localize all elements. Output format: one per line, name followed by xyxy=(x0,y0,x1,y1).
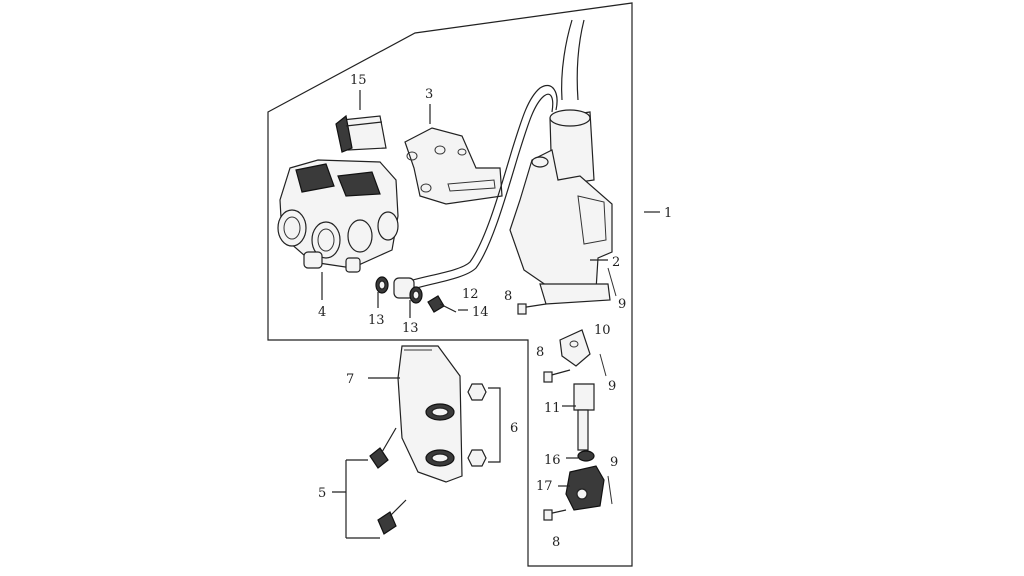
callout-2: 2 xyxy=(612,255,620,270)
caliper-bracket xyxy=(404,127,503,205)
callout-13-right: 13 xyxy=(402,321,419,336)
caliper-cover xyxy=(397,345,463,483)
callout-1: 1 xyxy=(664,206,672,221)
callout-14: 14 xyxy=(472,305,489,320)
callout-16: 16 xyxy=(544,453,561,468)
callout-15: 15 xyxy=(350,73,367,88)
cotter-pin-upper xyxy=(607,267,617,297)
callout-13-left: 13 xyxy=(368,313,385,328)
brake-pads xyxy=(335,114,387,153)
washers xyxy=(375,276,423,304)
callout-9-lower: 9 xyxy=(610,455,618,470)
callout-9-middle: 9 xyxy=(608,379,616,394)
callout-8-lower: 8 xyxy=(552,535,560,550)
callout-11: 11 xyxy=(544,401,561,416)
leader-lines xyxy=(321,90,660,539)
lever-arm xyxy=(559,329,591,367)
bolt-lower xyxy=(543,509,567,521)
brake-hose xyxy=(393,84,558,299)
clevis-rod xyxy=(573,383,595,451)
clevis-joint xyxy=(565,465,605,511)
bolt-upper xyxy=(517,303,547,315)
lock-nut xyxy=(577,450,595,462)
banjo-bolt xyxy=(427,295,457,313)
callout-4: 4 xyxy=(318,305,326,320)
callout-12: 12 xyxy=(462,287,479,302)
cotter-pin-middle xyxy=(599,353,607,377)
assembly-boundary xyxy=(267,2,633,567)
callout-8-upper: 8 xyxy=(504,289,512,304)
cover-bolts xyxy=(369,427,407,535)
callout-17: 17 xyxy=(536,479,553,494)
callout-7: 7 xyxy=(346,372,354,387)
callout-3: 3 xyxy=(425,87,433,102)
cotter-pin-lower xyxy=(607,475,613,505)
callout-8-middle: 8 xyxy=(536,345,544,360)
callout-9-upper: 9 xyxy=(618,297,626,312)
master-cylinder xyxy=(509,19,613,305)
brake-caliper xyxy=(277,159,399,273)
bolt-middle xyxy=(543,369,571,383)
cover-nuts xyxy=(467,383,487,467)
callout-5: 5 xyxy=(318,486,326,501)
callout-10: 10 xyxy=(594,323,611,338)
callout-6: 6 xyxy=(510,421,518,436)
